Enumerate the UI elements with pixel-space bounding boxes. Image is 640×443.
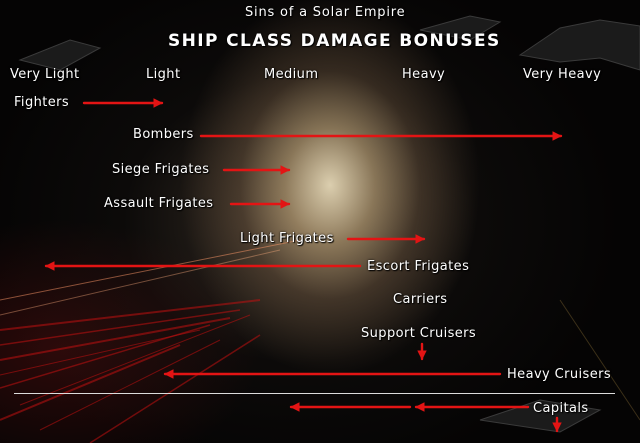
game-subtitle: Sins of a Solar Empire (245, 5, 406, 20)
ship-class-support-cruisers: Support Cruisers (361, 326, 477, 341)
armor-level-very-heavy: Very Heavy (523, 67, 602, 82)
armor-level-light: Light (146, 67, 181, 82)
armor-level-medium: Medium (264, 67, 319, 82)
ship-silhouettes (18, 15, 640, 433)
ship-class-siege-frigates: Siege Frigates (112, 162, 210, 177)
ship-class-assault-frigates: Assault Frigates (104, 196, 214, 211)
armor-level-heavy: Heavy (402, 67, 446, 82)
ship-class-capitals: Capitals (533, 401, 589, 416)
ship-class-carriers: Carriers (393, 292, 448, 307)
armor-level-very-light: Very Light (10, 67, 80, 82)
bonus-arrows (44, 98, 563, 433)
ship-class-light-frigates: Light Frigates (240, 231, 334, 246)
laser-streaks (0, 239, 301, 443)
divider-line (14, 393, 615, 394)
ship-class-escort-frigates: Escort Frigates (367, 259, 470, 274)
ship-class-fighters: Fighters (14, 95, 70, 110)
ship-class-heavy-cruisers: Heavy Cruisers (507, 367, 612, 382)
ship-class-bombers: Bombers (133, 127, 194, 142)
page-title: SHIP CLASS DAMAGE BONUSES (168, 31, 501, 51)
